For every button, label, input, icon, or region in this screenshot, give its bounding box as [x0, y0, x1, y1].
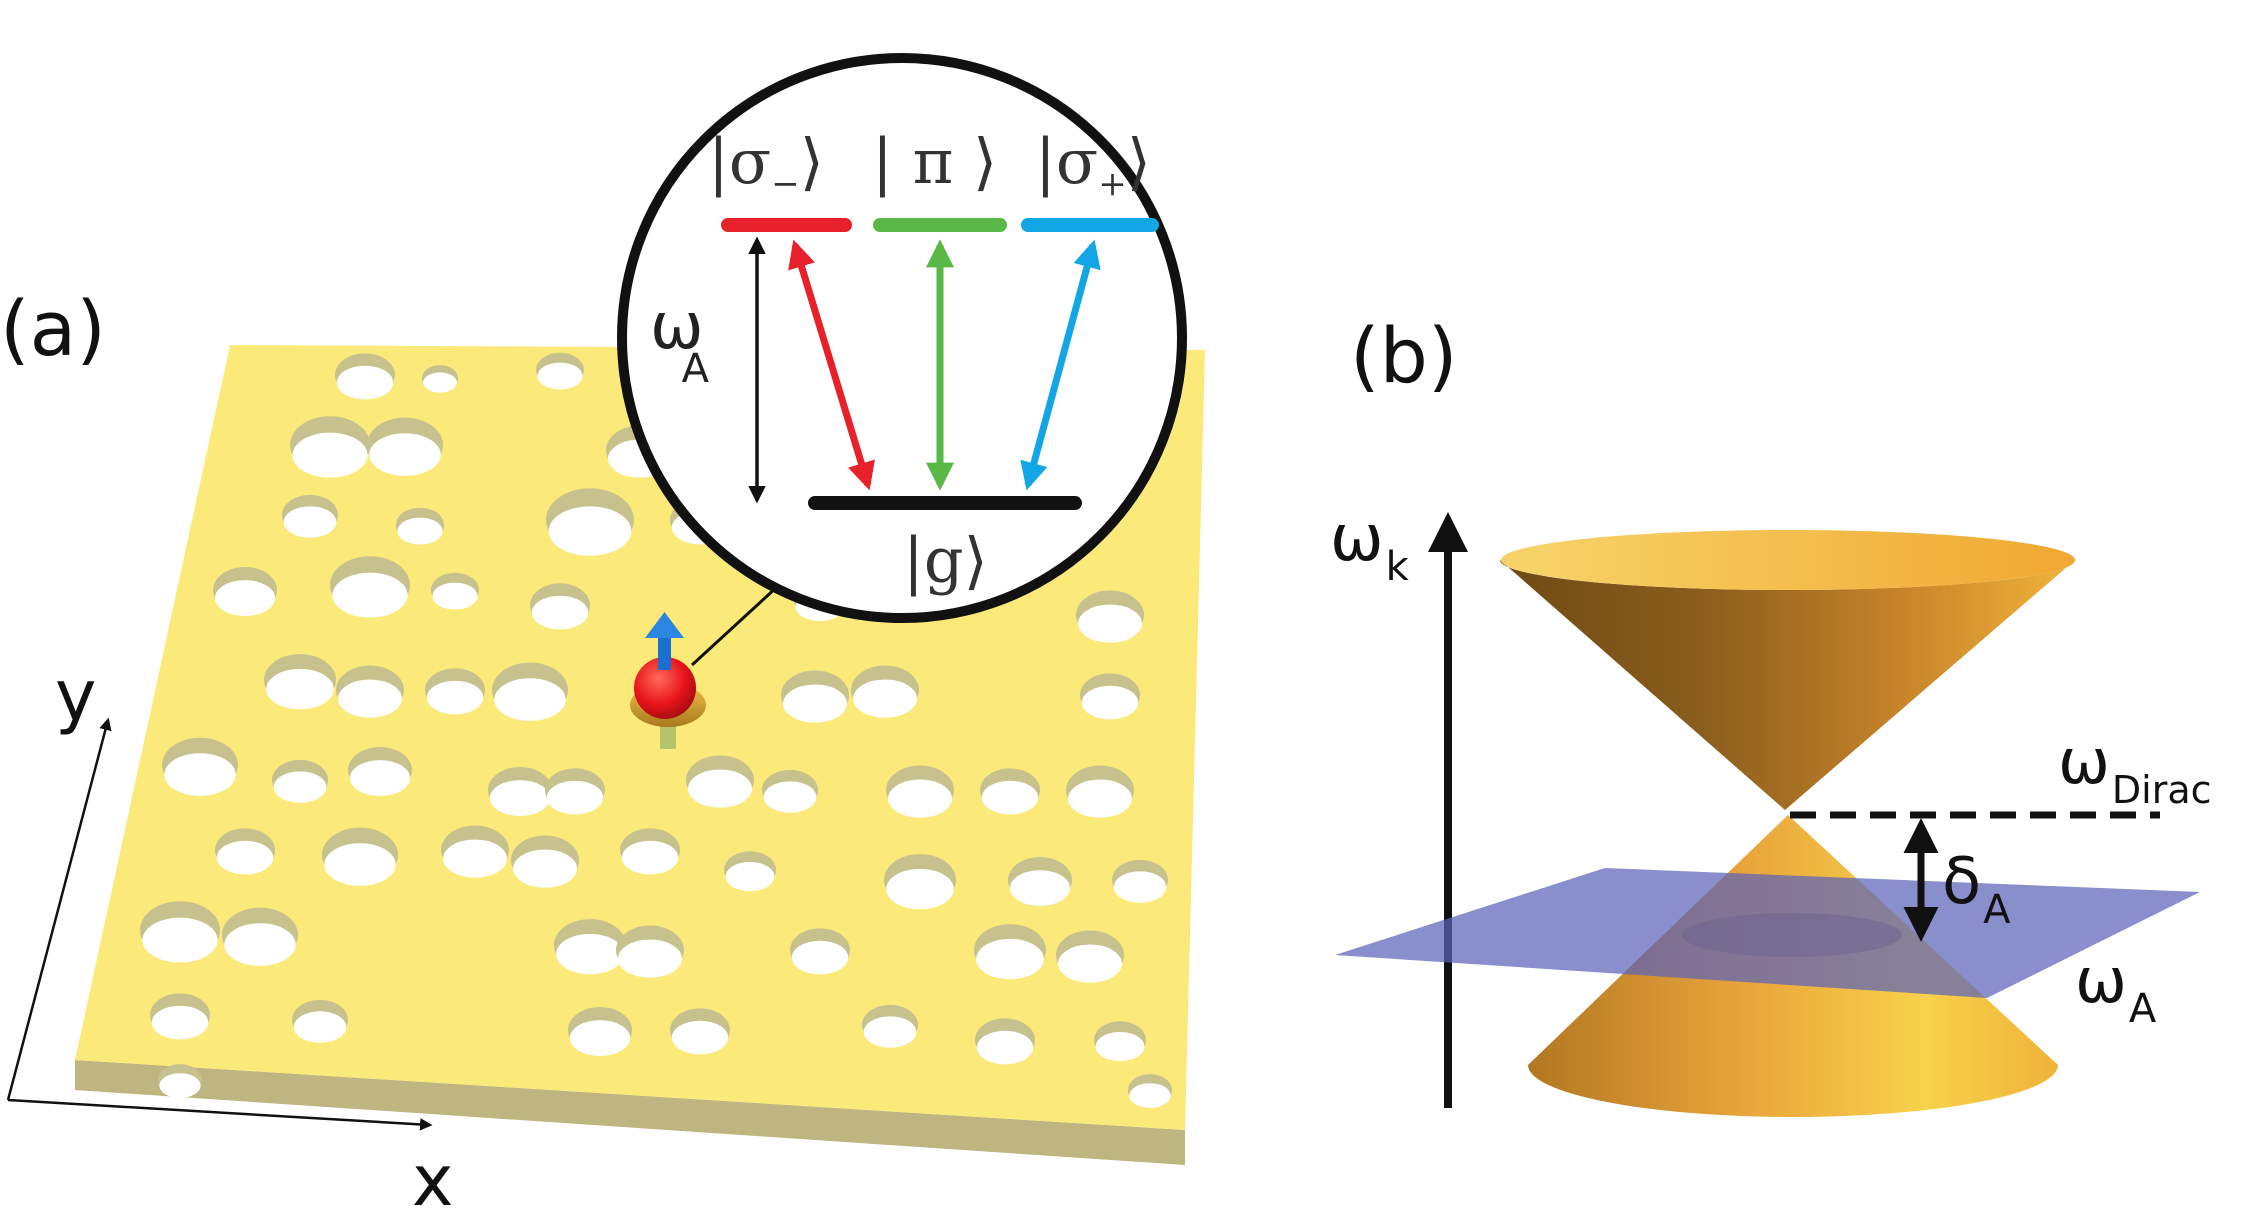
- hole-opening: [332, 572, 408, 618]
- ket-pi: | π ⟩: [872, 125, 997, 198]
- hole-opening: [494, 678, 566, 721]
- quantum-emitter: [630, 612, 706, 749]
- hole-opening: [546, 780, 604, 815]
- hole-opening: [1113, 871, 1167, 903]
- hole-opening: [976, 938, 1044, 980]
- hole-opening: [283, 506, 337, 538]
- hole-opening: [1081, 685, 1139, 720]
- ket-ground: |g⟩: [903, 524, 988, 597]
- hole-opening: [214, 580, 276, 617]
- hole-opening: [888, 779, 952, 818]
- transition-sigma-minus: [788, 239, 875, 491]
- hole-opening: [671, 1020, 729, 1055]
- hole-opening: [397, 517, 443, 545]
- hole-opening: [1068, 779, 1132, 818]
- hole-opening: [531, 595, 589, 630]
- hole-opening: [338, 679, 402, 718]
- hole-opening: [1009, 870, 1071, 907]
- axis-y-label: y: [55, 655, 96, 737]
- hole-opening: [324, 843, 396, 886]
- panel-a-label: (a): [0, 284, 106, 373]
- hole-opening: [886, 868, 954, 910]
- hole-opening: [432, 582, 478, 610]
- transition-sigma-plus: [1020, 239, 1101, 491]
- hole-opening: [548, 506, 632, 556]
- hole-array: [140, 352, 1172, 1108]
- omega-k-label: ωk: [1330, 502, 1410, 590]
- hole-opening: [863, 1016, 917, 1048]
- hole-opening: [783, 684, 847, 723]
- omega-dirac-label: ωDirac: [2058, 725, 2212, 812]
- spin-arrow-shaft: [658, 630, 671, 670]
- hole-opening: [1095, 1031, 1145, 1062]
- hole-opening: [159, 1073, 201, 1098]
- hole-opening: [513, 849, 577, 888]
- hole-opening: [763, 781, 817, 813]
- panel-b-label: (b): [1350, 311, 1458, 400]
- hole-opening: [443, 839, 507, 878]
- x-axis-arrow: [7, 1098, 433, 1131]
- hole-opening: [725, 861, 775, 892]
- hole-opening: [621, 840, 679, 875]
- y-axis-arrow: [6, 717, 112, 1101]
- hole-opening: [164, 753, 236, 796]
- atom-sphere: [634, 657, 696, 719]
- hole-opening: [618, 939, 682, 978]
- hole-opening: [853, 679, 917, 718]
- hole-opening: [336, 365, 394, 400]
- hole-opening: [266, 668, 334, 710]
- hole-opening: [569, 1020, 631, 1057]
- axis-x-label: x: [412, 1140, 453, 1222]
- hole-opening: [1078, 604, 1142, 643]
- hole-opening: [1129, 1083, 1171, 1108]
- upper-cone: [1500, 560, 2075, 810]
- slab-side: [75, 1060, 1185, 1165]
- hole-opening: [537, 362, 583, 390]
- hole-opening: [349, 760, 411, 797]
- panel-a: (a) y x: [0, 284, 1205, 1222]
- hole-opening: [976, 1030, 1034, 1065]
- hole-opening: [423, 372, 457, 393]
- hole-opening: [142, 917, 218, 963]
- hole-opening: [293, 1011, 347, 1043]
- atomic-frequency-plane: [1335, 868, 2200, 998]
- hole-opening: [1058, 944, 1122, 983]
- hole-opening: [981, 780, 1039, 815]
- omega-a-plane-label: ωA: [2075, 944, 2157, 1032]
- hole-opening: [489, 780, 551, 817]
- spin-arrow-head: [645, 612, 684, 638]
- hole-opening: [273, 771, 327, 803]
- ket-sigma-plus: |σ+⟩: [1035, 125, 1151, 204]
- ket-sigma-minus: |σ−⟩: [708, 125, 824, 204]
- hole-opening: [151, 1005, 209, 1040]
- hole-opening: [556, 933, 624, 975]
- hole-opening: [292, 432, 368, 478]
- hole-opening: [369, 433, 441, 476]
- panel-b: (b) ωk ωDirac δA ωA: [1330, 311, 2212, 1117]
- hole-opening: [426, 680, 484, 715]
- hole-opening: [791, 940, 849, 975]
- hole-opening: [224, 923, 296, 966]
- hole-opening: [216, 840, 274, 875]
- upper-cone-rim: [1501, 530, 2075, 590]
- hole-opening: [688, 769, 752, 808]
- delta-a-label: δA: [1942, 845, 2011, 933]
